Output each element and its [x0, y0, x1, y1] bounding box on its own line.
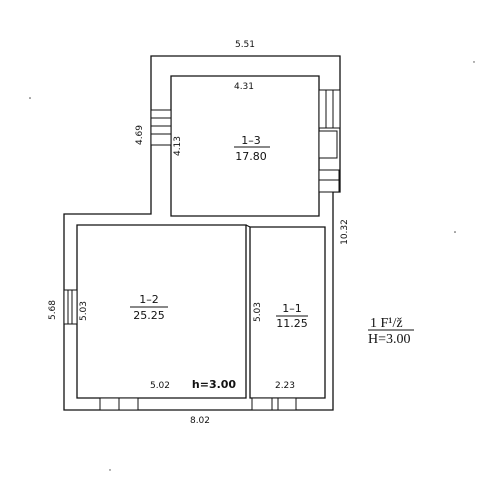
dim-right-height: 10.32 [340, 219, 350, 245]
dim-room-1-1-width: 2.23 [275, 381, 295, 391]
dim-left-upper-height: 4.69 [135, 125, 145, 145]
door-right [318, 130, 338, 159]
exterior-wall [63, 55, 341, 411]
room-1-1-area: 11.25 [276, 317, 308, 330]
room-1-2-ceiling-height: h=3.00 [192, 378, 237, 391]
dim-room-1-2-height: 5.03 [79, 301, 89, 321]
scan-speck [109, 469, 111, 471]
dim-top-width: 5.51 [235, 40, 255, 50]
window-left-upper [150, 109, 172, 146]
scan-speck [454, 231, 456, 233]
window-right-top [318, 89, 341, 129]
dim-room-1-3-width: 4.31 [234, 82, 254, 92]
room-1-3-id: 1–3 [241, 134, 261, 147]
room-1-1-id: 1–1 [282, 302, 302, 315]
window-left-lower [63, 289, 78, 325]
partition-line [245, 224, 251, 228]
dim-left-lower-height: 5.68 [48, 300, 58, 320]
room-1-2-area: 25.25 [133, 309, 165, 322]
dim-bottom-width: 8.02 [190, 416, 210, 426]
dim-room-1-2-width: 5.02 [150, 381, 170, 391]
window-bottom-left [99, 397, 139, 411]
scan-speck [29, 97, 31, 99]
door-right-lower [318, 169, 340, 193]
dim-room-1-1-height: 5.03 [253, 302, 263, 322]
room-1-2-id: 1–2 [139, 293, 159, 306]
dim-room-1-3-height: 4.13 [173, 136, 183, 156]
scan-speck [473, 61, 475, 63]
window-bottom-right [251, 397, 297, 411]
legend-height: H=3.00 [368, 332, 411, 347]
room-1-3-area: 17.80 [235, 150, 267, 163]
legend-floor: 1 F¹/ž [370, 316, 403, 331]
